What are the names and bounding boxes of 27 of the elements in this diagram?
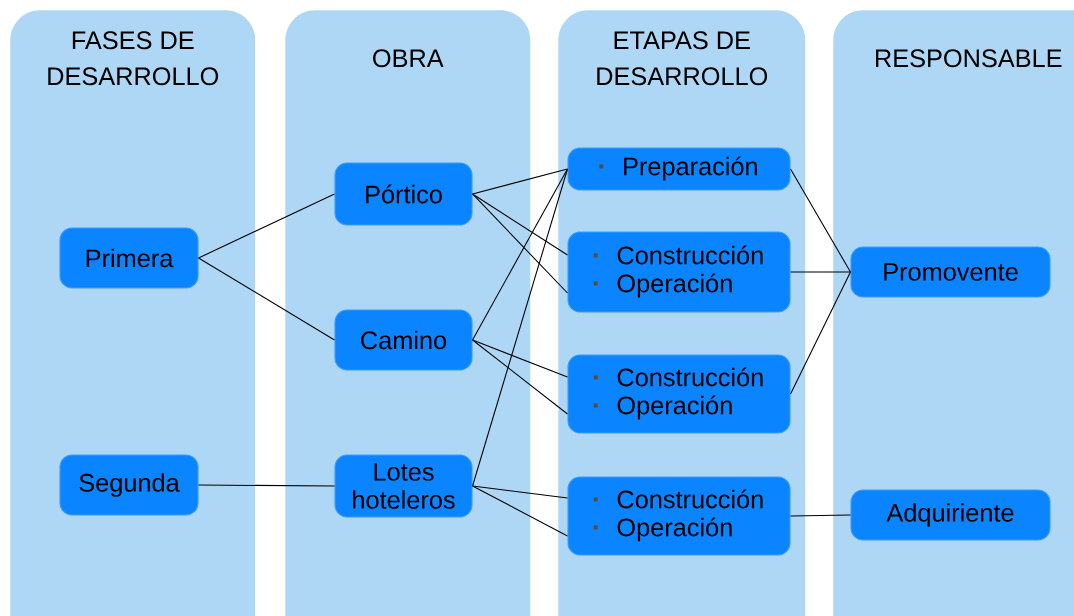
connector-line — [790, 168, 851, 273]
connector-line — [472, 193, 568, 256]
connector-line — [472, 339, 568, 378]
stage-box: Construcción Operación — [567, 231, 791, 313]
phase-box: Segunda — [59, 454, 199, 516]
connector-line — [472, 168, 568, 341]
connector-line — [790, 514, 851, 517]
connector-line — [198, 257, 335, 341]
connector-line — [472, 193, 568, 294]
work-box: Pórtico — [334, 162, 473, 226]
responsible-box: Promovente — [850, 246, 1051, 298]
connector-line — [198, 484, 335, 487]
work-box: Lotes hoteleros — [334, 454, 473, 518]
stage-box: Construcción Operación — [567, 476, 791, 556]
connector-line — [472, 339, 568, 415]
phase-box: Primera — [59, 227, 199, 289]
connector-line — [790, 271, 851, 273]
connector-line — [472, 168, 568, 487]
connector-line — [790, 271, 851, 395]
connector-line — [472, 168, 568, 195]
connector-line — [472, 485, 568, 537]
responsible-box: Adquiriente — [850, 489, 1051, 541]
work-box: Camino — [334, 309, 473, 371]
connector-line — [198, 193, 335, 259]
stage-box: Construcción Operación — [567, 354, 791, 434]
stage-box: Preparación — [567, 147, 791, 191]
connector-line — [472, 485, 568, 499]
